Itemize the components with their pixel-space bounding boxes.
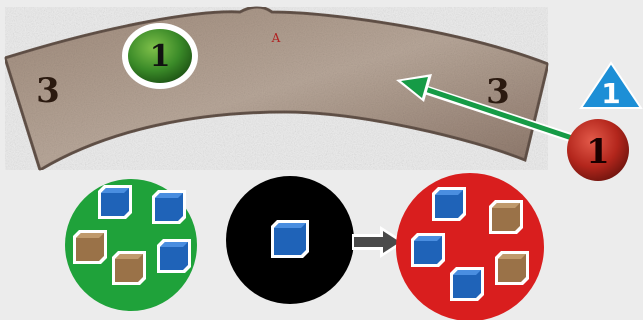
cube-blue [152, 190, 186, 224]
green-token-number: 1 [150, 39, 171, 74]
cube-blue [157, 239, 191, 273]
green-token[interactable]: 1 [122, 23, 198, 89]
cube-brown [112, 251, 146, 285]
cube-blue [411, 233, 445, 267]
green-pool [65, 179, 197, 311]
track-right-number: 3 [486, 72, 510, 112]
badge-number: 1 [601, 77, 620, 110]
red-token-number: 1 [586, 132, 610, 172]
red-pool [396, 173, 544, 320]
cube-blue [271, 220, 309, 258]
level-badge: 1 [581, 63, 641, 110]
cube-brown [73, 230, 107, 264]
cube-brown [489, 200, 523, 234]
track-center-mark: A [271, 31, 281, 45]
cube-blue [432, 187, 466, 221]
black-pool [226, 176, 354, 304]
cube-blue [450, 267, 484, 301]
track-left-number: 3 [36, 71, 60, 111]
red-token[interactable]: 1 [567, 119, 629, 181]
cube-blue [98, 185, 132, 219]
cube-brown [495, 251, 529, 285]
